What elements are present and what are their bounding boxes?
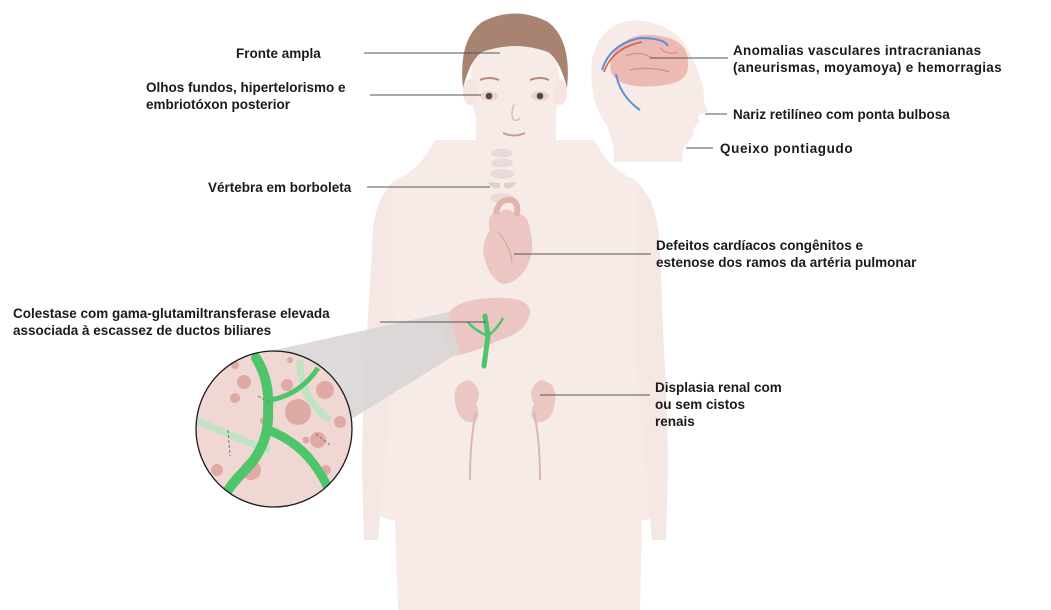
vertebra — [491, 159, 513, 168]
vertebra — [490, 169, 514, 179]
right-ear — [553, 79, 567, 105]
left-pupil — [486, 93, 493, 100]
label-forehead: Fronte ampla — [236, 45, 321, 62]
magnified-liver-view — [196, 351, 352, 507]
label-eyes: Olhos fundos, hipertelorismo e embriotóx… — [146, 79, 346, 113]
label-heart: Defeitos cardíacos congênitos e estenose… — [656, 237, 916, 271]
vertebra — [491, 149, 513, 158]
head-profile — [591, 20, 708, 162]
label-nose: Nariz retilíneo com ponta bulbosa — [733, 106, 950, 123]
label-vascular: Anomalias vasculares intracranianas (ane… — [733, 42, 1002, 76]
left-ear — [463, 79, 477, 105]
label-cholestasis: Colestase com gama-glutamiltransferase e… — [13, 305, 330, 339]
label-vertebra: Vértebra em borboleta — [208, 179, 351, 196]
label-chin: Queixo pontiagudo — [720, 140, 853, 157]
right-pupil — [537, 93, 544, 100]
label-kidney: Displasia renal com ou sem cistos renais — [655, 379, 782, 430]
